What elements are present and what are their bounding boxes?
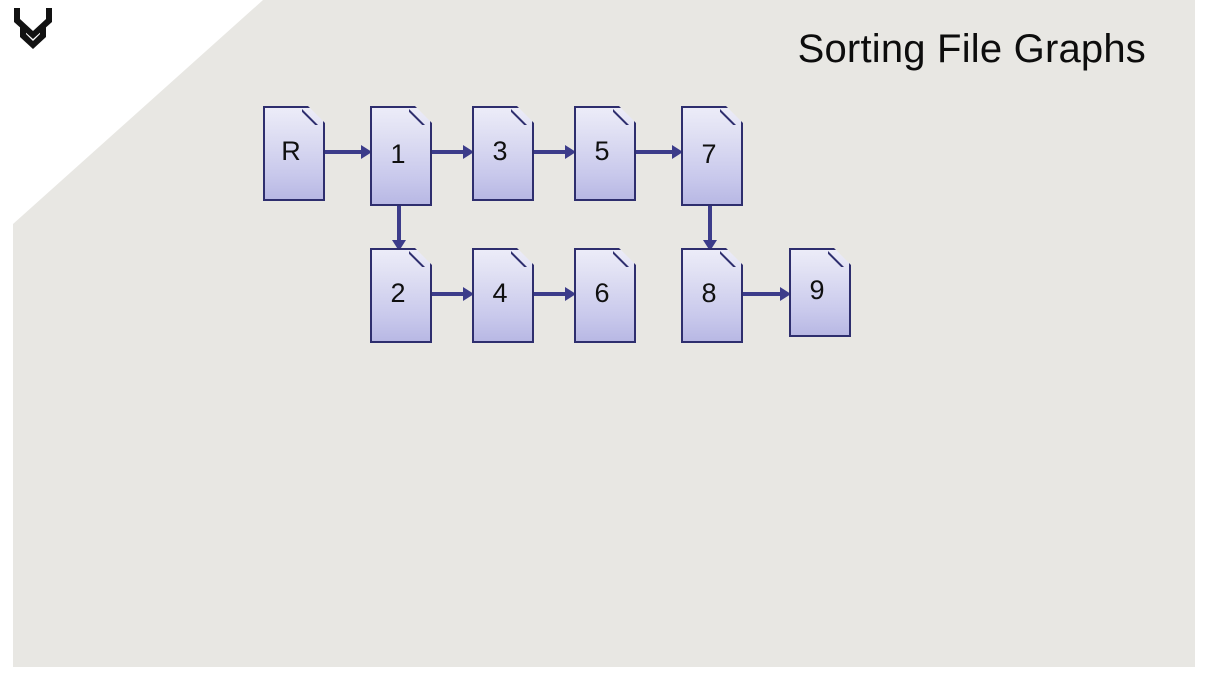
edge-1-to-2: [391, 197, 407, 251]
file-node-1[interactable]: 1: [370, 106, 428, 202]
edge-line: [632, 150, 672, 154]
file-node-7[interactable]: 7: [681, 106, 739, 202]
edge-line: [428, 292, 463, 296]
file-node-R[interactable]: R: [263, 106, 321, 197]
file-node-label: 8: [701, 278, 717, 308]
edge-line: [708, 197, 712, 241]
file-shape: [681, 106, 743, 206]
file-node-label: 5: [594, 136, 610, 166]
edge-line: [428, 150, 463, 154]
file-shape: [370, 106, 432, 206]
edge-5-to-7: [632, 144, 683, 160]
file-shape: [789, 248, 851, 337]
file-node-label: 2: [390, 278, 406, 308]
arrowhead-icon: [672, 145, 683, 159]
arrowhead-icon: [565, 287, 576, 301]
arrowhead-icon: [565, 145, 576, 159]
arrowhead-icon: [463, 287, 474, 301]
file-node-3[interactable]: 3: [472, 106, 530, 197]
edge-2-to-4: [428, 286, 474, 302]
file-node-label: 7: [701, 138, 717, 169]
file-node-label: 1: [390, 138, 406, 169]
file-shape: [574, 106, 636, 201]
arrowhead-icon: [392, 240, 406, 251]
edge-line: [321, 150, 361, 154]
arrowhead-icon: [780, 287, 791, 301]
arrowhead-icon: [703, 240, 717, 251]
file-node-label: 9: [809, 275, 825, 305]
arrowhead-icon: [463, 145, 474, 159]
file-shape: [472, 106, 534, 201]
edge-7-to-8: [702, 197, 718, 251]
edge-line: [739, 292, 780, 296]
file-node-4[interactable]: 4: [472, 248, 530, 339]
edge-R-to-1: [321, 144, 372, 160]
file-shape: [681, 248, 743, 343]
file-node-2[interactable]: 2: [370, 248, 428, 339]
edge-1-to-3: [428, 144, 474, 160]
edge-line: [530, 292, 565, 296]
edge-line: [397, 197, 401, 241]
double-chevron-logo: [10, 6, 56, 56]
arrowhead-icon: [361, 145, 372, 159]
file-node-9[interactable]: 9: [789, 248, 847, 333]
edge-8-to-9: [739, 286, 791, 302]
file-shape: [574, 248, 636, 343]
edge-4-to-6: [530, 286, 576, 302]
file-shape: [263, 106, 325, 201]
file-shape: [472, 248, 534, 343]
file-node-6[interactable]: 6: [574, 248, 632, 339]
file-node-label: 4: [492, 278, 508, 308]
edge-line: [530, 150, 565, 154]
file-node-label: R: [281, 136, 301, 166]
file-node-label: 3: [492, 136, 508, 166]
file-node-5[interactable]: 5: [574, 106, 632, 197]
file-node-label: 6: [594, 278, 610, 308]
file-shape: [370, 248, 432, 343]
page-title: Sorting File Graphs: [797, 27, 1146, 71]
edge-3-to-5: [530, 144, 576, 160]
file-node-8[interactable]: 8: [681, 248, 739, 339]
